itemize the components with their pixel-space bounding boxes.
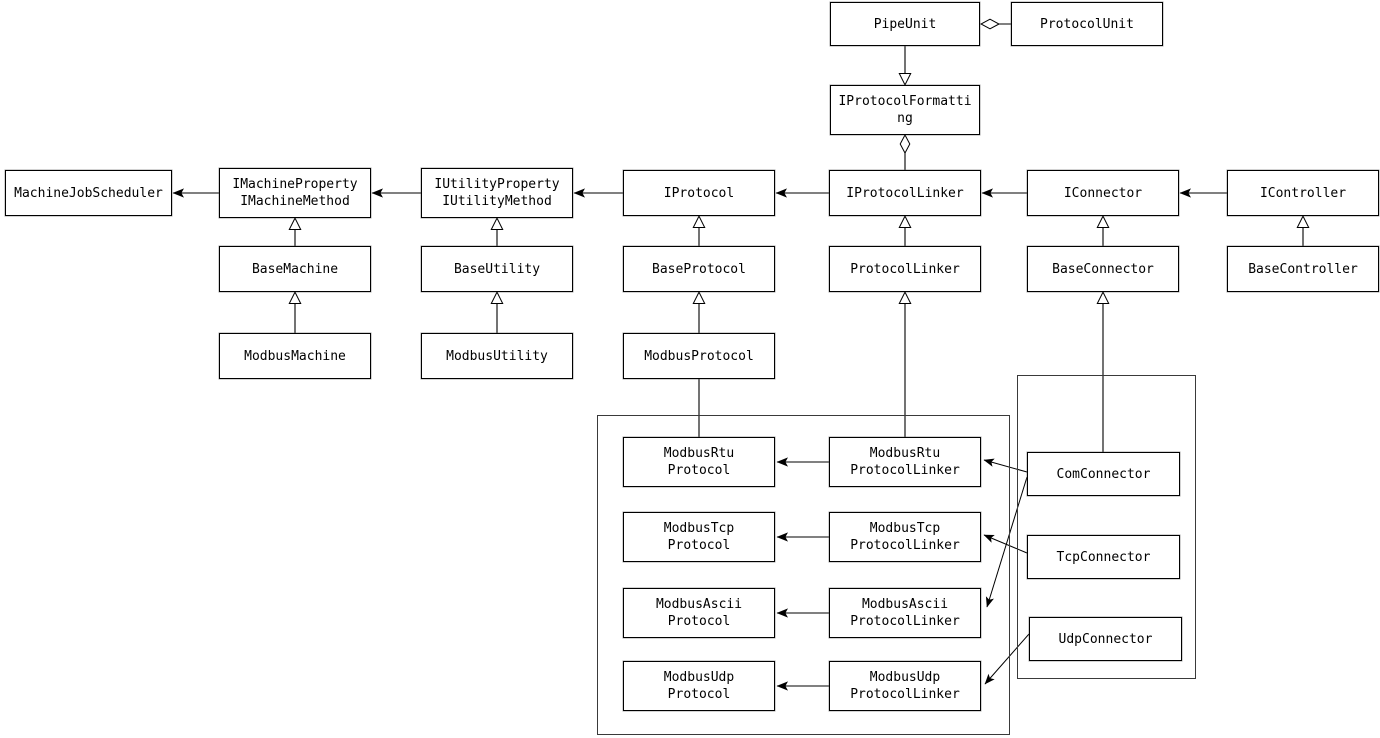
node-base-connector[interactable]: BaseConnector [1027,246,1179,292]
node-modbus-udp-protocol-linker[interactable]: ModbusUdp ProtocolLinker [829,661,981,711]
node-iutility-property-method[interactable]: IUtilityProperty IUtilityMethod [421,168,573,218]
node-modbus-rtu-protocol[interactable]: ModbusRtu Protocol [623,437,775,487]
node-modbus-ascii-protocol-linker[interactable]: ModbusAscii ProtocolLinker [829,588,981,638]
node-modbus-machine[interactable]: ModbusMachine [219,333,371,379]
node-modbus-utility[interactable]: ModbusUtility [421,333,573,379]
node-icontroller[interactable]: IController [1227,170,1379,216]
node-base-protocol[interactable]: BaseProtocol [623,246,775,292]
node-iprotocol-linker[interactable]: IProtocolLinker [829,170,981,216]
node-base-machine[interactable]: BaseMachine [219,246,371,292]
node-iprotocol[interactable]: IProtocol [623,170,775,216]
node-modbus-tcp-protocol[interactable]: ModbusTcp Protocol [623,512,775,562]
node-iprotocol-formatting[interactable]: IProtocolFormatti ng [830,85,980,135]
node-iconnector[interactable]: IConnector [1027,170,1179,216]
node-modbus-ascii-protocol[interactable]: ModbusAscii Protocol [623,588,775,638]
node-modbus-tcp-protocol-linker[interactable]: ModbusTcp ProtocolLinker [829,512,981,562]
node-modbus-rtu-protocol-linker[interactable]: ModbusRtu ProtocolLinker [829,437,981,487]
node-protocol-linker[interactable]: ProtocolLinker [829,246,981,292]
node-tcp-connector[interactable]: TcpConnector [1027,535,1180,579]
node-modbus-udp-protocol[interactable]: ModbusUdp Protocol [623,661,775,711]
node-base-controller[interactable]: BaseController [1227,246,1379,292]
node-pipe-unit[interactable]: PipeUnit [830,2,980,46]
node-protocol-unit[interactable]: ProtocolUnit [1011,2,1163,46]
node-machine-job-scheduler[interactable]: MachineJobScheduler [5,170,172,216]
node-imachine-property-method[interactable]: IMachineProperty IMachineMethod [219,168,371,218]
node-modbus-protocol[interactable]: ModbusProtocol [623,333,775,379]
node-base-utility[interactable]: BaseUtility [421,246,573,292]
node-com-connector[interactable]: ComConnector [1027,452,1180,496]
node-udp-connector[interactable]: UdpConnector [1029,617,1182,661]
